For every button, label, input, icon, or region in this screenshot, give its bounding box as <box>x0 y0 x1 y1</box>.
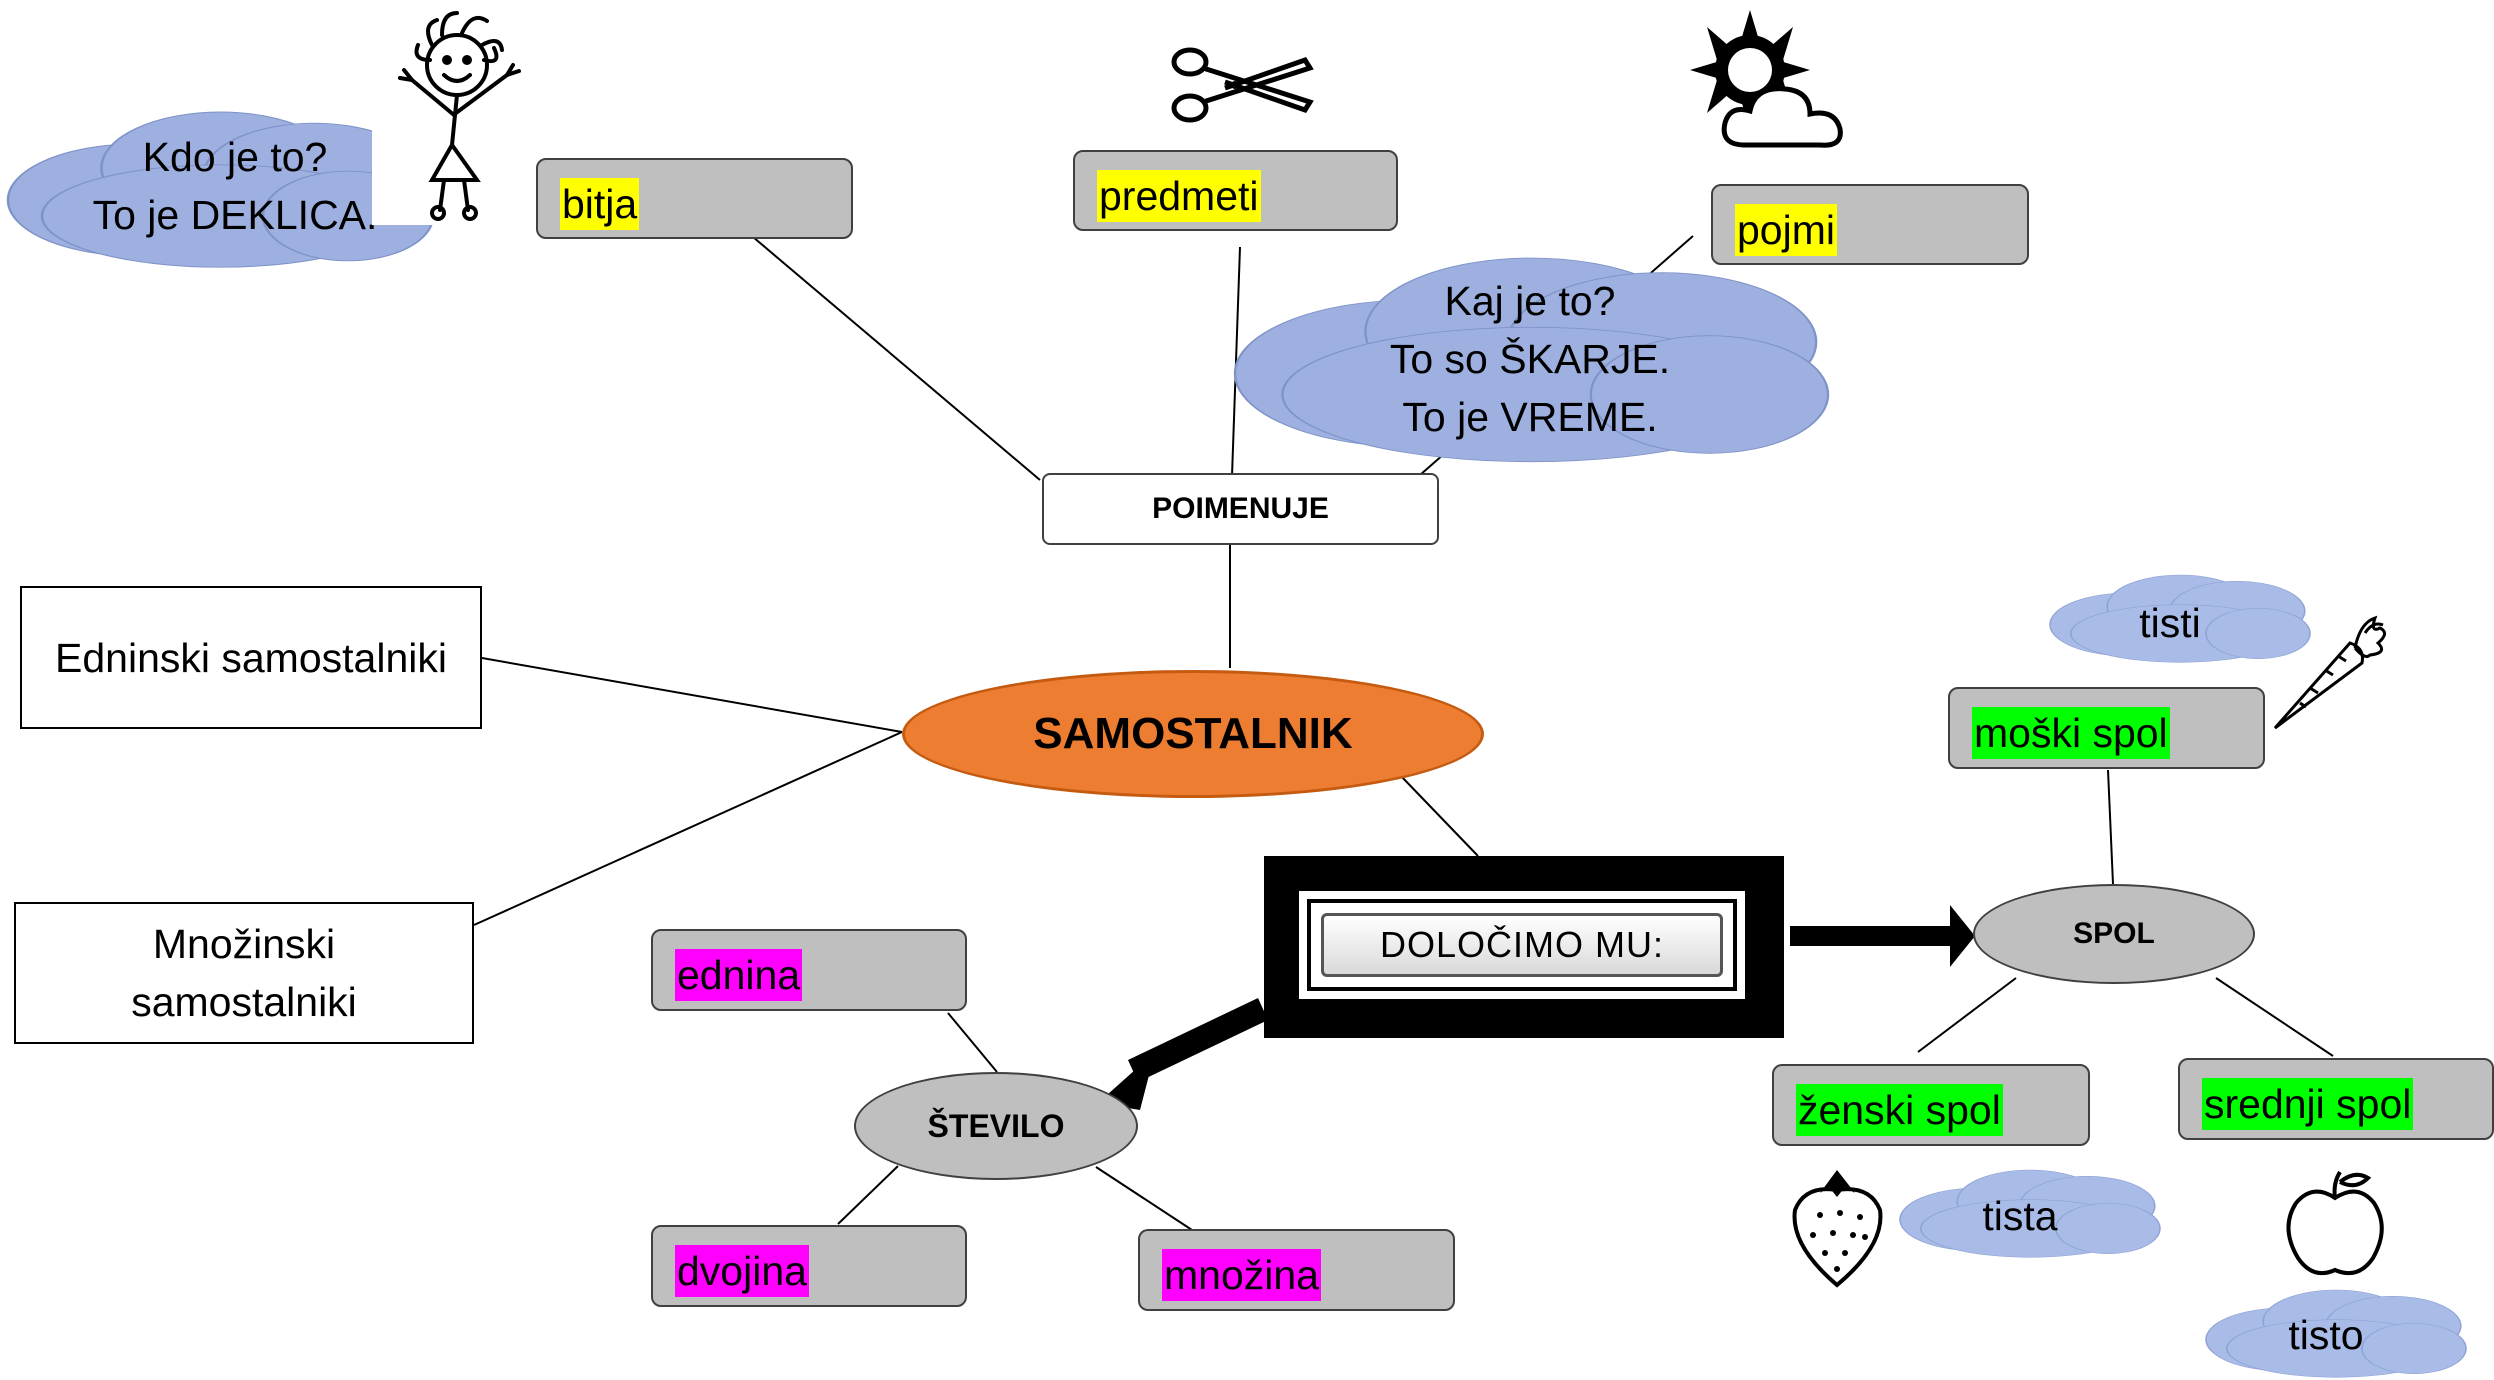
label-dvojina: dvojina <box>675 1245 809 1297</box>
line-moski-spol <box>2107 769 2114 885</box>
label-edninski: Edninski samostalniki <box>55 634 447 681</box>
line-mnozinski-center <box>473 731 903 926</box>
box-ednina: ednina <box>651 929 967 1011</box>
label-mnozinski: Množinski samostalniki <box>131 921 357 1025</box>
spol-oval: SPOL <box>1973 884 2255 984</box>
box-mnozina: množina <box>1138 1229 1455 1311</box>
box-pojmi: pojmi <box>1711 184 2029 265</box>
poimenuje-box: POIMENUJE <box>1042 473 1439 545</box>
cloud-tisti-text: tisti <box>2139 600 2201 646</box>
dolocimo-inner-frame: DOLOČIMO MU: <box>1299 891 1745 999</box>
label-predmeti: predmeti <box>1097 170 1261 222</box>
cloud-tista-text: tista <box>1982 1193 2058 1239</box>
label-mnozina: množina <box>1162 1249 1321 1301</box>
label-srednji-spol: srednji spol <box>2202 1078 2414 1130</box>
box-predmeti: predmeti <box>1073 150 1398 231</box>
label-zenski-spol: ženski spol <box>1796 1084 2003 1136</box>
box-mnozinski: Množinski samostalniki <box>14 902 474 1044</box>
stevilo-oval: ŠTEVILO <box>854 1072 1138 1180</box>
girl-drawing-icon <box>372 5 532 225</box>
cloud-tisto-text: tisto <box>2288 1312 2364 1358</box>
arrow-to-spol <box>1790 905 1975 967</box>
strawberry-icon <box>1792 1170 1883 1288</box>
apple-icon <box>2286 1170 2384 1275</box>
spol-label: SPOL <box>2073 917 2155 950</box>
cloud-kdo-text: Kdo je to? To je DEKLICA. <box>92 134 378 238</box>
label-bitja: bitja <box>560 178 640 230</box>
line-ednina-stevilo <box>947 1012 998 1073</box>
dolocimo-inner-border: DOLOČIMO MU: <box>1307 899 1737 991</box>
line-edninski-center <box>481 657 903 733</box>
dolocimo-button: DOLOČIMO MU: <box>1321 913 1723 977</box>
line-spol-zenski <box>1917 977 2017 1053</box>
line-center-dolocimo <box>1399 774 1479 857</box>
line-predmeti-poimenuje <box>1231 246 1241 477</box>
dolocimo-frame: DOLOČIMO MU: <box>1264 856 1784 1038</box>
sun-cloud-icon <box>1690 10 1843 148</box>
center-samostalnik: SAMOSTALNIK <box>902 670 1484 798</box>
cloud-kaj-text: Kaj je to? To so ŠKARJE. To je VREME. <box>1389 278 1671 440</box>
box-dvojina: dvojina <box>651 1225 967 1307</box>
line-spol-srednji <box>2215 977 2334 1057</box>
box-edninski: Edninski samostalniki <box>20 586 482 729</box>
dolocimo-label: DOLOČIMO MU: <box>1379 924 1664 965</box>
line-stevilo-dvojina <box>837 1165 899 1225</box>
carrot-icon <box>2273 615 2386 730</box>
label-ednina: ednina <box>675 949 803 1001</box>
box-bitja: bitja <box>536 158 853 239</box>
scissors-icon <box>1171 47 1314 123</box>
box-zenski-spol: ženski spol <box>1772 1064 2090 1146</box>
box-moski-spol: moški spol <box>1948 687 2265 769</box>
stevilo-label: ŠTEVILO <box>927 1107 1065 1144</box>
label-pojmi: pojmi <box>1735 204 1837 256</box>
poimenuje-label: POIMENUJE <box>1152 492 1329 525</box>
center-label: SAMOSTALNIK <box>1033 709 1353 758</box>
label-moski-spol: moški spol <box>1972 707 2170 759</box>
line-bitja-poimenuje <box>752 236 1041 481</box>
line-stevilo-mnozina <box>1095 1166 1193 1231</box>
arrow-to-stevilo <box>1098 998 1268 1110</box>
box-srednji-spol: srednji spol <box>2178 1058 2494 1140</box>
